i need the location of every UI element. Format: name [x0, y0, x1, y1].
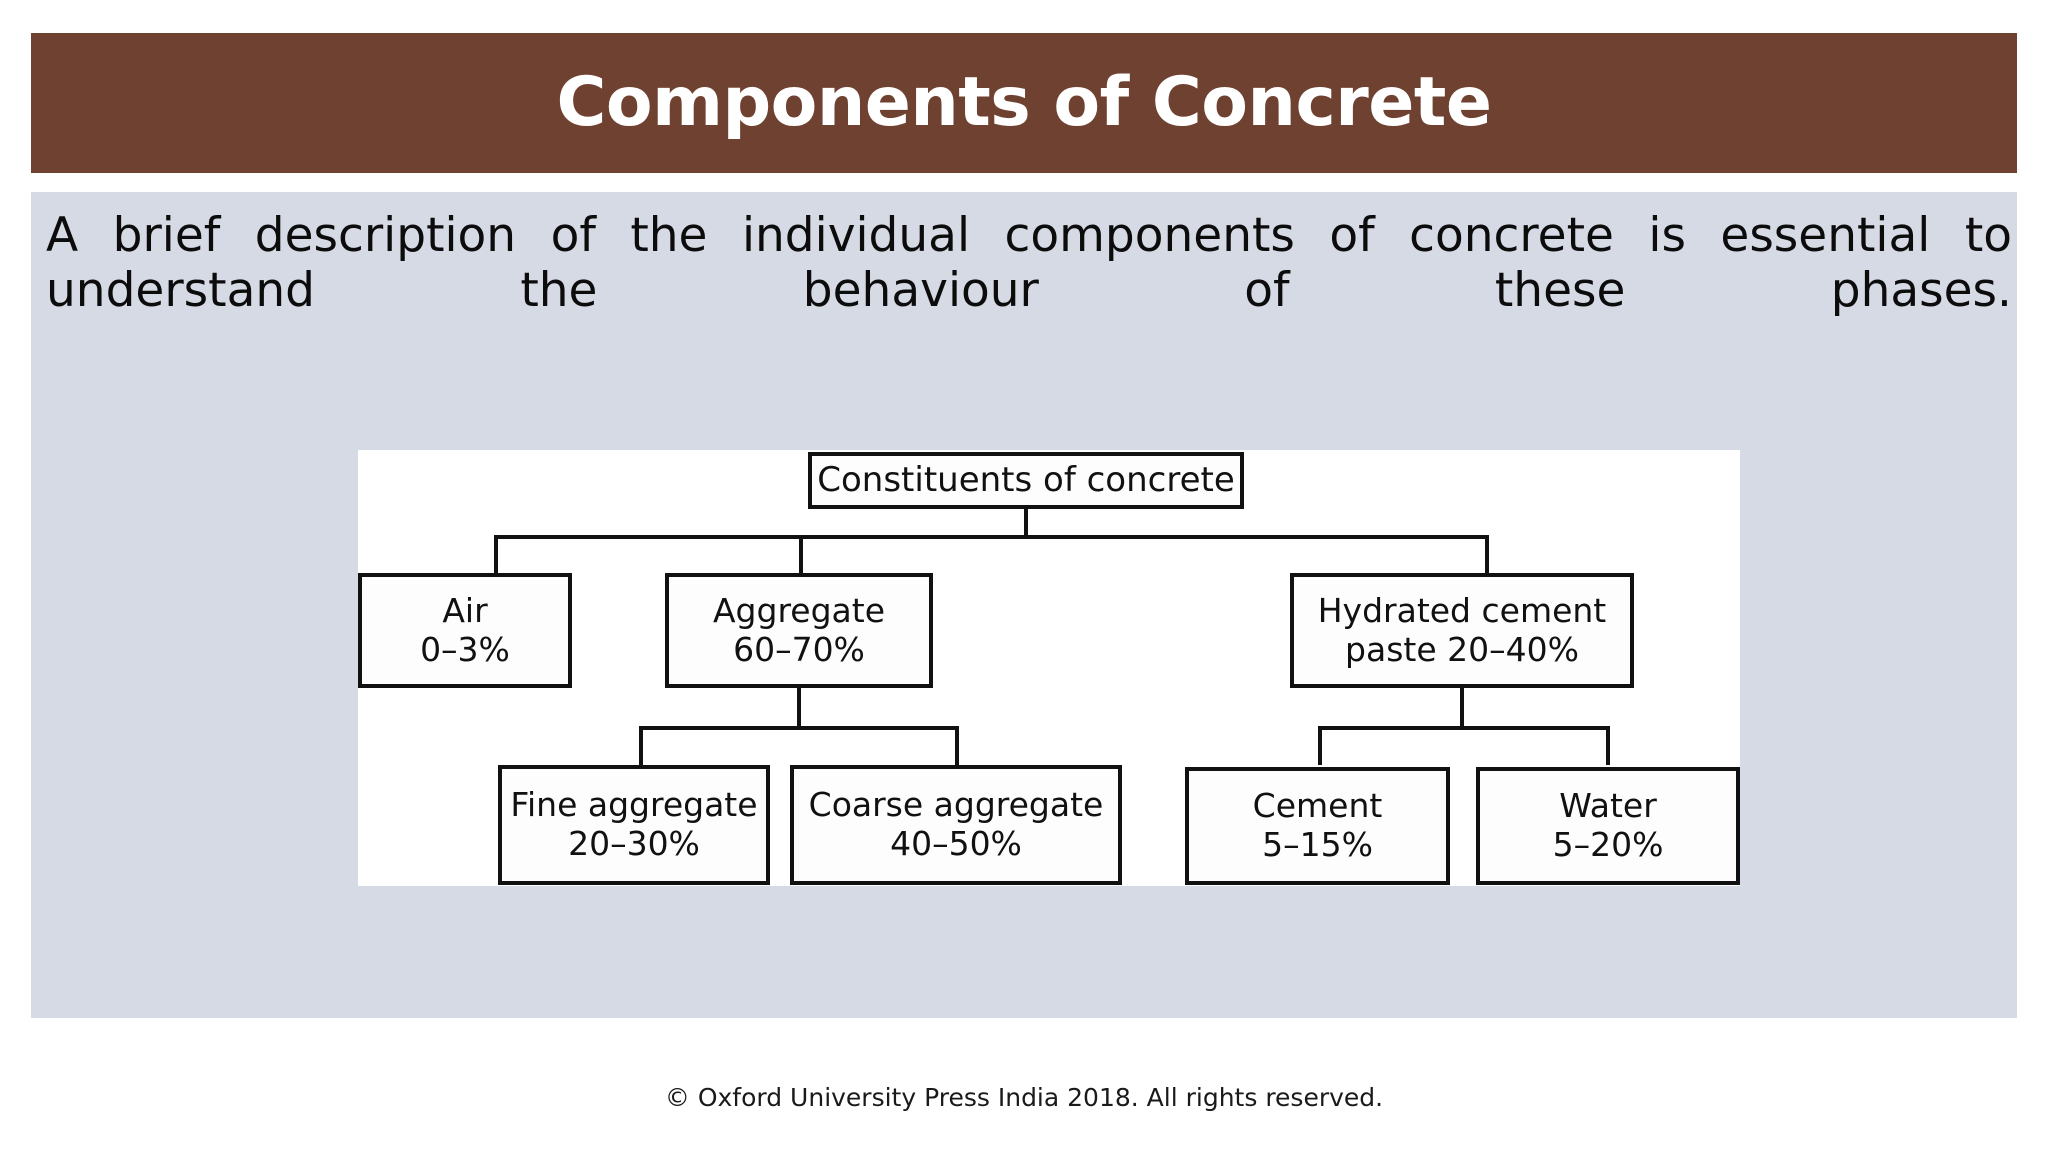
node-label-line1: Air: [442, 590, 488, 630]
connector-hydrated-cement-bus: [1318, 726, 1610, 730]
connector-aggregate-stem: [797, 688, 801, 728]
node-label-line2: 20–30%: [568, 824, 700, 863]
diagram-node-cement: Cement 5–15%: [1185, 767, 1450, 885]
body-paragraph: A brief description of the individual co…: [46, 208, 2012, 319]
page-title: Components of Concrete: [556, 63, 1492, 142]
diagram-node-constituents-of-concrete: Constituents of concrete: [808, 452, 1244, 509]
node-label-line2: paste 20–40%: [1345, 629, 1579, 669]
node-label-line2: 5–15%: [1262, 825, 1373, 864]
connector-drop-fine-aggregate: [639, 726, 643, 765]
node-label-line1: Cement: [1252, 786, 1383, 826]
diagram-node-aggregate: Aggregate 60–70%: [665, 573, 933, 688]
node-label: Constituents of concrete: [817, 460, 1235, 501]
node-label-line2: 40–50%: [890, 824, 1022, 863]
node-label-line2: 60–70%: [733, 629, 865, 669]
constituents-of-concrete-diagram: Constituents of concrete Air 0–3% Aggreg…: [358, 450, 1740, 886]
slide-content-panel: A brief description of the individual co…: [31, 192, 2017, 1018]
connector-hydrated-cement-stem: [1460, 688, 1464, 728]
connector-level2-bus: [494, 535, 1489, 539]
node-label-line2: 0–3%: [420, 629, 510, 669]
connector-aggregate-bus: [639, 726, 959, 730]
node-label-line1: Hydrated cement: [1317, 590, 1607, 630]
connector-drop-air: [494, 535, 498, 573]
connector-root-stem: [1024, 509, 1028, 537]
node-label-line1: Water: [1559, 786, 1657, 826]
node-label-line1: Coarse aggregate: [808, 785, 1104, 825]
connector-drop-water: [1606, 726, 1610, 765]
connector-drop-cement: [1318, 726, 1322, 765]
diagram-node-water: Water 5–20%: [1476, 767, 1740, 885]
slide-title-banner: Components of Concrete: [31, 33, 2017, 173]
diagram-node-hydrated-cement-paste: Hydrated cement paste 20–40%: [1290, 573, 1634, 688]
diagram-node-air: Air 0–3%: [358, 573, 572, 688]
connector-drop-hydrated-cement: [1485, 535, 1489, 573]
node-label-line1: Aggregate: [712, 590, 886, 630]
connector-drop-aggregate: [799, 535, 803, 573]
node-label-line1: Fine aggregate: [510, 785, 758, 825]
node-label-line2: 5–20%: [1552, 825, 1664, 864]
diagram-node-fine-aggregate: Fine aggregate 20–30%: [498, 765, 770, 885]
diagram-node-coarse-aggregate: Coarse aggregate 40–50%: [790, 765, 1122, 885]
copyright-footer: © Oxford University Press India 2018. Al…: [664, 1083, 1384, 1112]
connector-drop-coarse-aggregate: [955, 726, 959, 765]
